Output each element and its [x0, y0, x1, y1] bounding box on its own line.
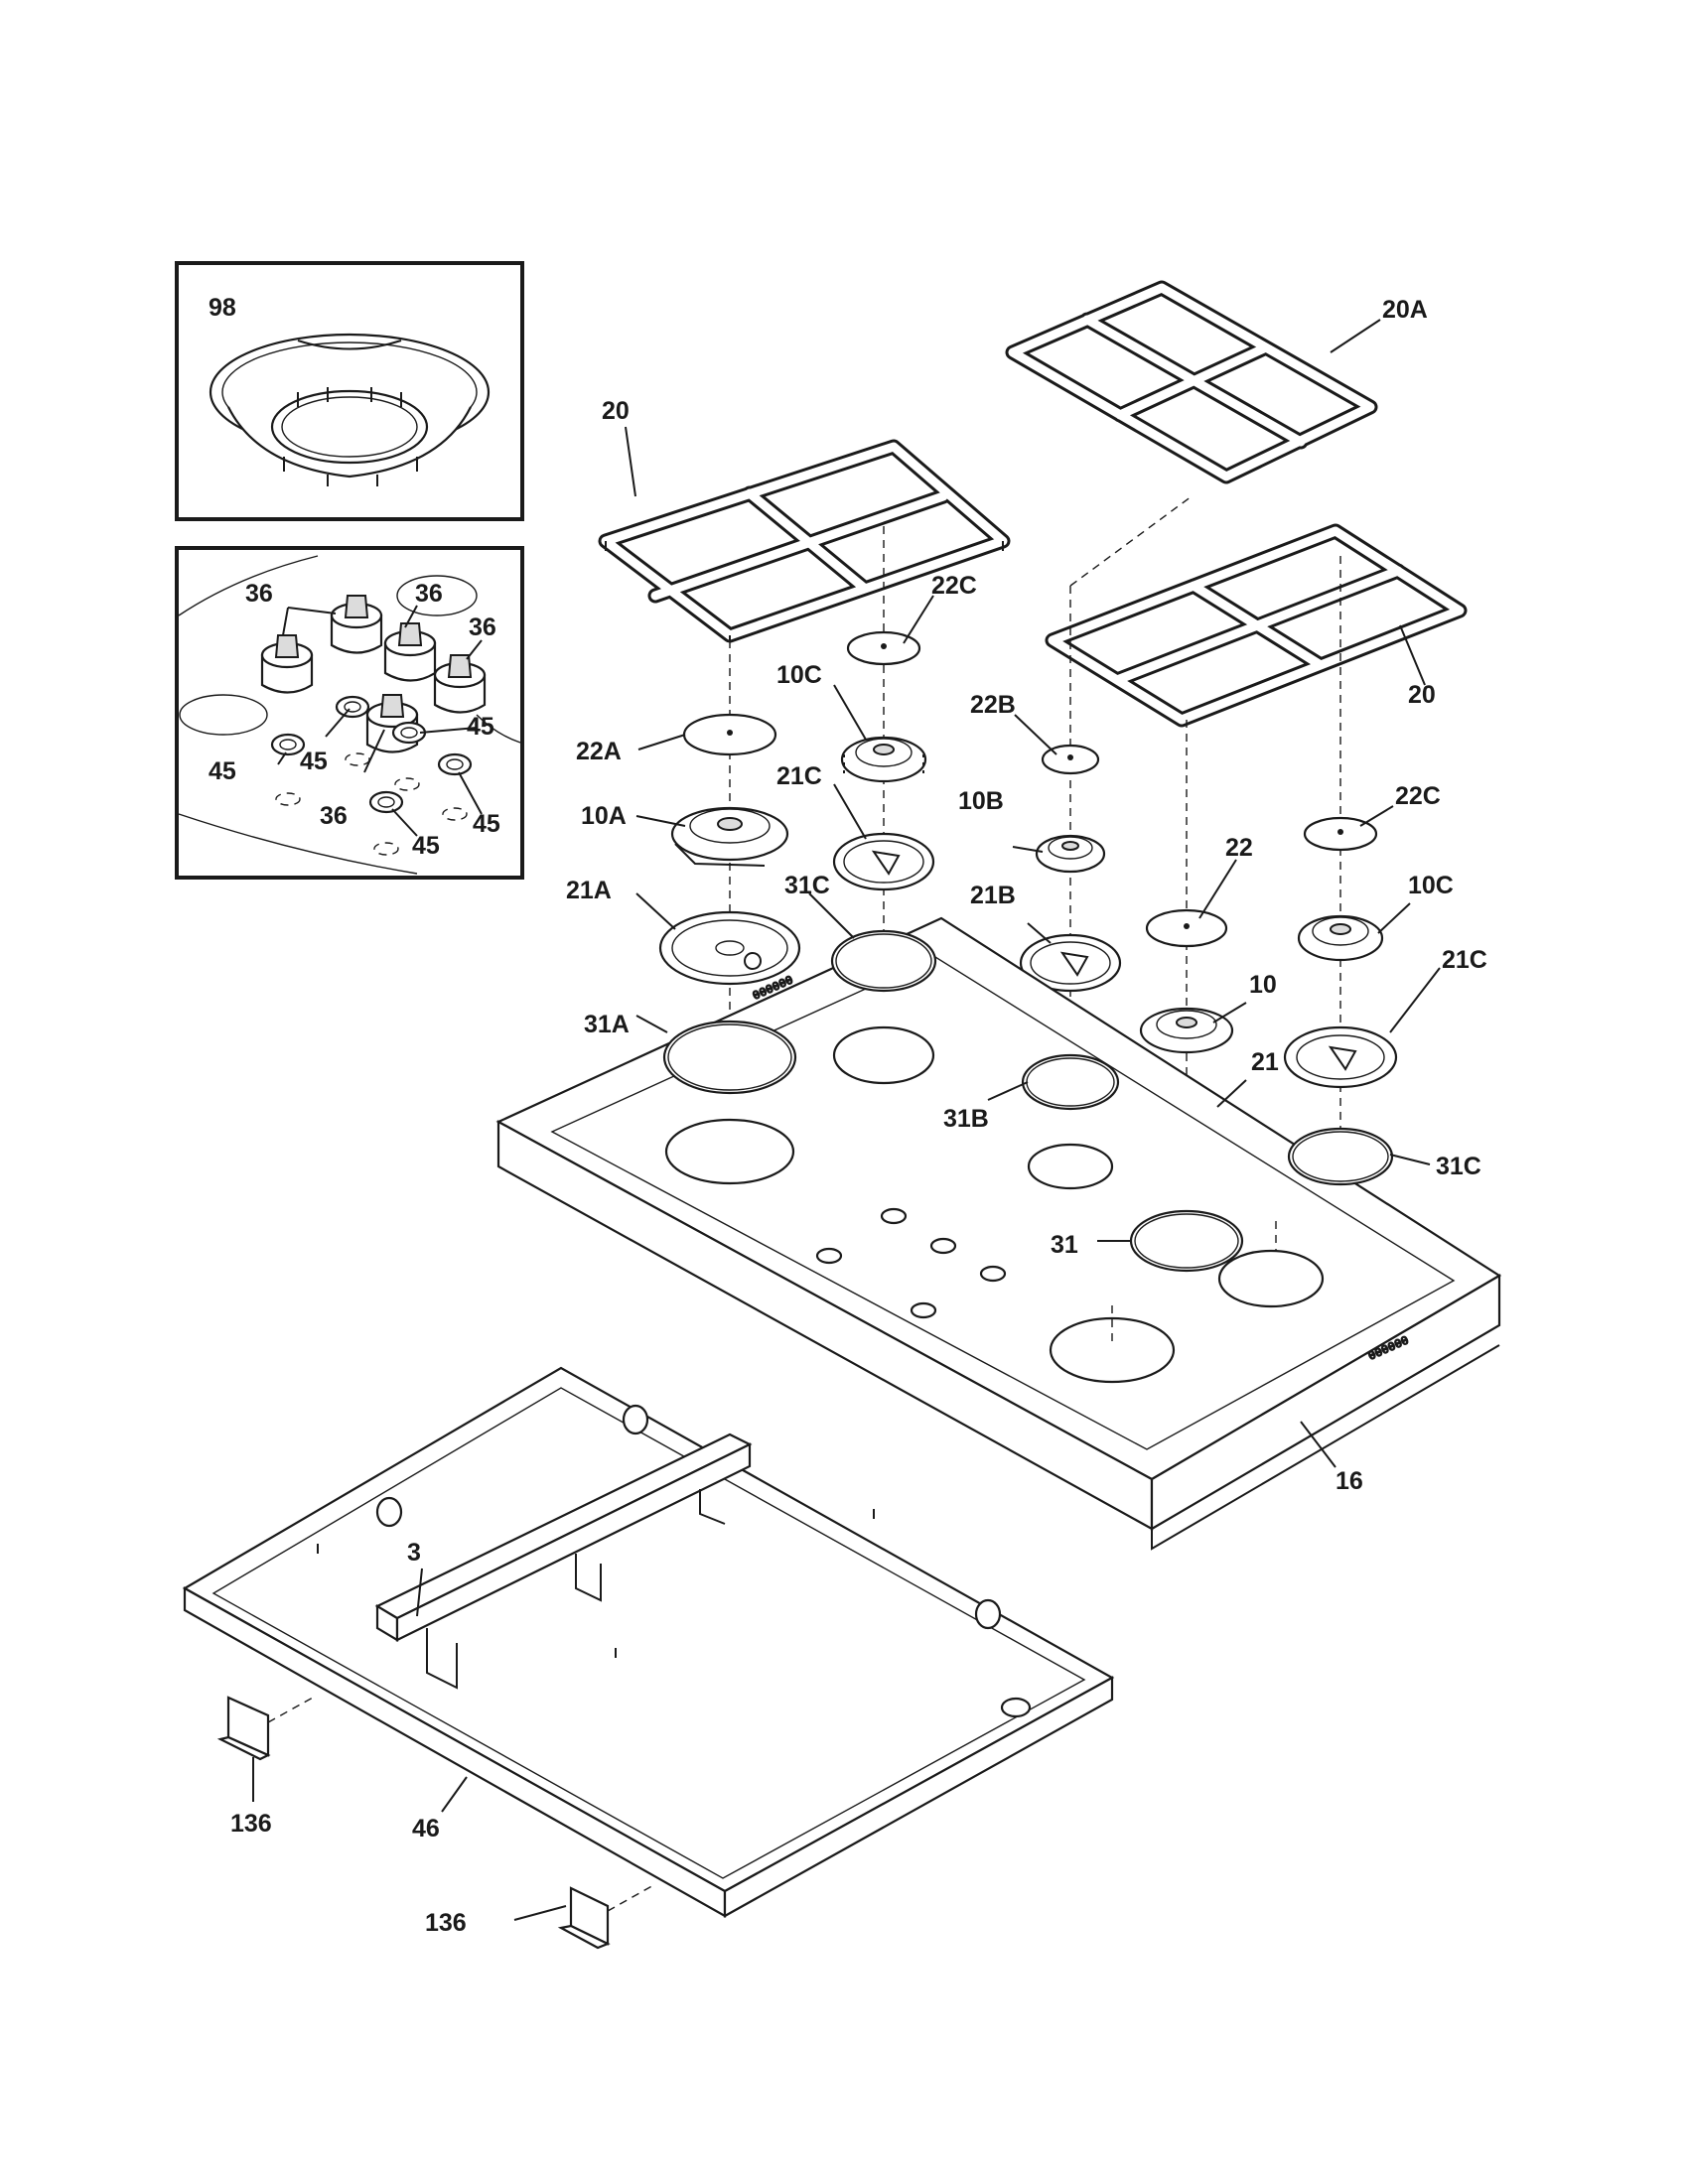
burner-head-10C-left — [840, 736, 927, 783]
knob-4 — [433, 654, 487, 714]
label-10C-right: 10C — [1408, 872, 1454, 899]
label-45-c: 45 — [209, 757, 236, 785]
label-21A: 21A — [566, 877, 612, 904]
knob-leader-lines — [277, 605, 483, 837]
label-98: 98 — [209, 294, 236, 322]
label-45-a: 45 — [467, 713, 494, 741]
label-31C-right: 31C — [1436, 1153, 1481, 1180]
label-36-c: 36 — [469, 614, 496, 641]
label-16: 16 — [1336, 1467, 1363, 1495]
label-36-b: 36 — [415, 580, 443, 608]
label-20-right: 20 — [1408, 681, 1436, 709]
label-36-d: 36 — [320, 802, 348, 830]
burner-base-21C-left — [832, 832, 935, 891]
label-21: 21 — [1251, 1048, 1279, 1076]
knob-3 — [383, 622, 437, 682]
label-20-left: 20 — [602, 397, 630, 425]
leader-lines — [252, 319, 1441, 1921]
label-10A: 10A — [581, 802, 627, 830]
knob-1 — [260, 634, 314, 694]
mounting-bracket-136-right — [557, 1883, 656, 1950]
label-31B: 31B — [943, 1105, 989, 1133]
label-22C-right: 22C — [1395, 782, 1441, 810]
label-31A: 31A — [584, 1011, 630, 1038]
label-45-b: 45 — [300, 748, 328, 775]
grate-right-top-20A — [1005, 280, 1378, 484]
burner-caps — [682, 630, 1378, 948]
label-31: 31 — [1051, 1231, 1078, 1259]
burner-head-10 — [1139, 1007, 1234, 1054]
part-number-labels: 20 20A 20 22C 22A 22B 22 22C 10C 10A 10B… — [230, 296, 1487, 1937]
burner-head-10A — [670, 806, 789, 867]
grate-left-20 — [598, 439, 1011, 643]
label-20A: 20A — [1382, 296, 1428, 324]
label-46: 46 — [412, 1815, 440, 1843]
label-3: 3 — [407, 1539, 421, 1567]
control-panel-background — [178, 555, 521, 875]
burner-base-21A — [658, 910, 801, 986]
label-45-e: 45 — [412, 832, 440, 860]
label-36-a: 36 — [245, 580, 273, 608]
bottom-pan-46 — [182, 1366, 1115, 1918]
label-21C-left: 21C — [776, 762, 822, 790]
mounting-bracket-136-left — [216, 1696, 314, 1761]
label-136-right: 136 — [425, 1909, 467, 1937]
label-10B: 10B — [958, 787, 1004, 815]
burner-heads — [670, 736, 1384, 1054]
inset-knobs-box: 36 36 36 36 45 45 45 45 45 — [175, 546, 524, 880]
label-10: 10 — [1249, 971, 1277, 999]
label-22A: 22A — [576, 738, 622, 765]
knob-2 — [330, 595, 383, 654]
cross-brace-3 — [374, 1433, 753, 1690]
label-22B: 22B — [970, 691, 1016, 719]
label-21B: 21B — [970, 882, 1016, 909]
burner-head-10B — [1035, 834, 1106, 874]
bezel-rings — [270, 695, 473, 856]
burner-base-21B — [1019, 933, 1122, 993]
burner-seals — [662, 929, 1394, 1273]
grate-right-bottom-20 — [1045, 523, 1468, 728]
label-22C-left: 22C — [931, 572, 977, 600]
label-10C-left: 10C — [776, 661, 822, 689]
wok-ring-part — [209, 333, 491, 486]
label-136-left: 136 — [230, 1810, 272, 1838]
label-31C-left: 31C — [784, 872, 830, 899]
label-45-d: 45 — [473, 810, 500, 838]
burner-base-21C-right — [1283, 1025, 1398, 1089]
label-21C-right: 21C — [1442, 946, 1487, 974]
inset-wok-ring-box: 98 — [175, 261, 524, 521]
label-22: 22 — [1225, 834, 1253, 862]
burner-head-10C-right — [1297, 914, 1384, 962]
